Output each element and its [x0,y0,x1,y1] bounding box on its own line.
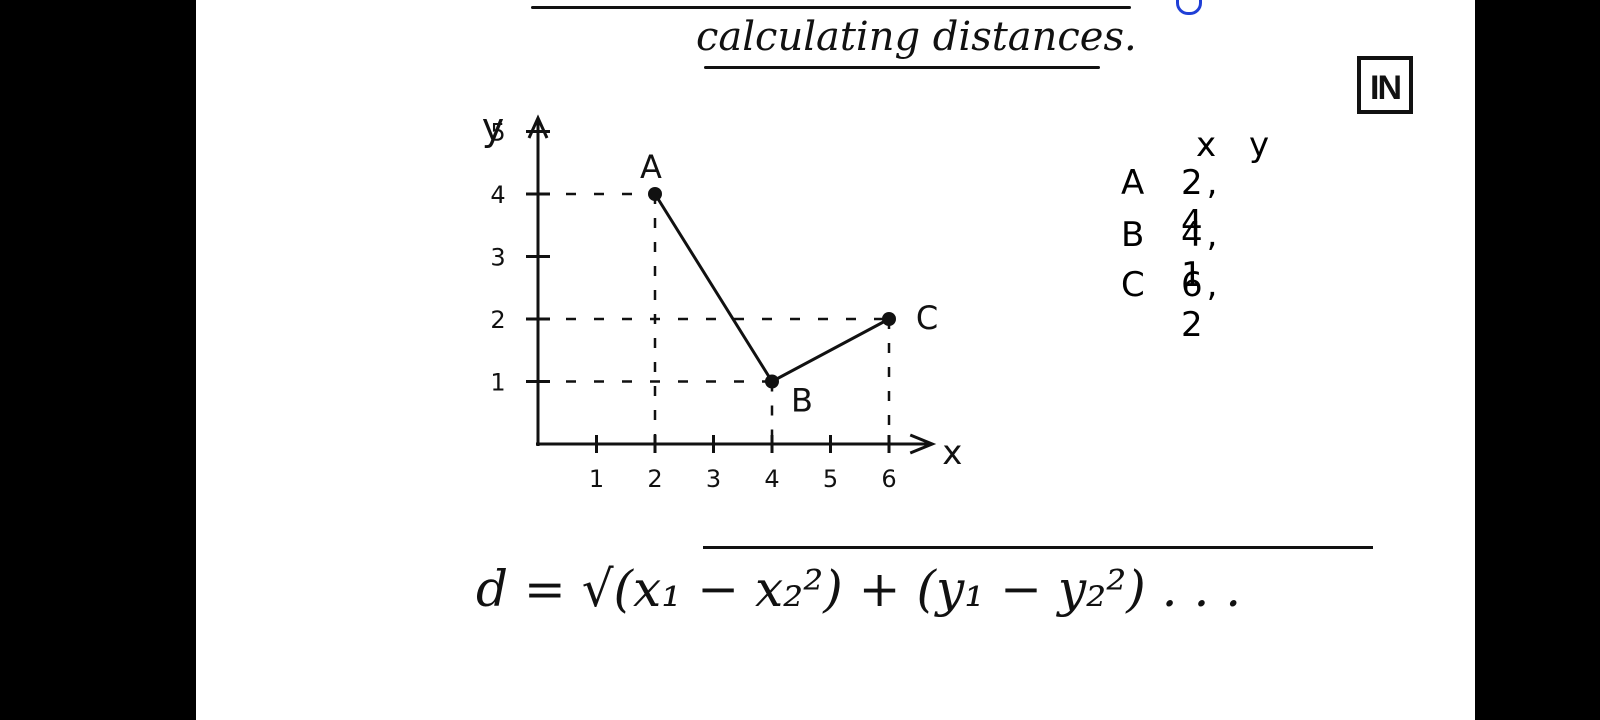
row-point-name: A [1121,163,1145,203]
x-tick-label: 3 [706,465,721,493]
row-point-values: 2, 4 [1181,163,1222,243]
row-point-values: 4, 1 [1181,215,1222,295]
row-point-name: B [1121,215,1145,255]
row-point-values: 6, 2 [1181,265,1222,345]
y-tick-label: 5 [490,119,505,147]
top-rule-line [531,6,1131,9]
data-point [765,374,779,389]
x-axis-label: x [942,433,962,473]
distance-formula: d = √(x₁ − x₂²) + (y₁ − y₂²) . . . [476,560,1242,618]
row-point-name: C [1121,265,1145,305]
x-tick-label: 6 [881,465,896,493]
series-line [653,193,890,384]
brand-logo: IN [1357,56,1413,114]
page-title: calculating distances. [696,14,1137,60]
x-tick-label: 5 [823,465,838,493]
y-tick-label: 3 [490,244,505,272]
x-tick-label: 1 [589,465,604,493]
data-point [882,312,896,326]
y-tick-label: 1 [490,369,505,397]
title-underline [704,66,1100,69]
x-tick-label: 4 [764,465,779,493]
radical-bar [703,546,1373,549]
point-label: A [640,148,662,186]
data-point [648,187,662,201]
x-axis-arrow [909,433,937,455]
x-tick-label: 2 [647,465,662,493]
y-axis-label: y [482,105,505,149]
table-header-y: y [1249,125,1270,165]
y-tick-label: 4 [490,181,505,209]
y-tick-label: 2 [490,306,505,334]
point-label: B [791,382,813,420]
table-header-x: x [1196,125,1217,165]
point-label: C [916,299,938,337]
blue-pen-stroke [1176,0,1202,15]
